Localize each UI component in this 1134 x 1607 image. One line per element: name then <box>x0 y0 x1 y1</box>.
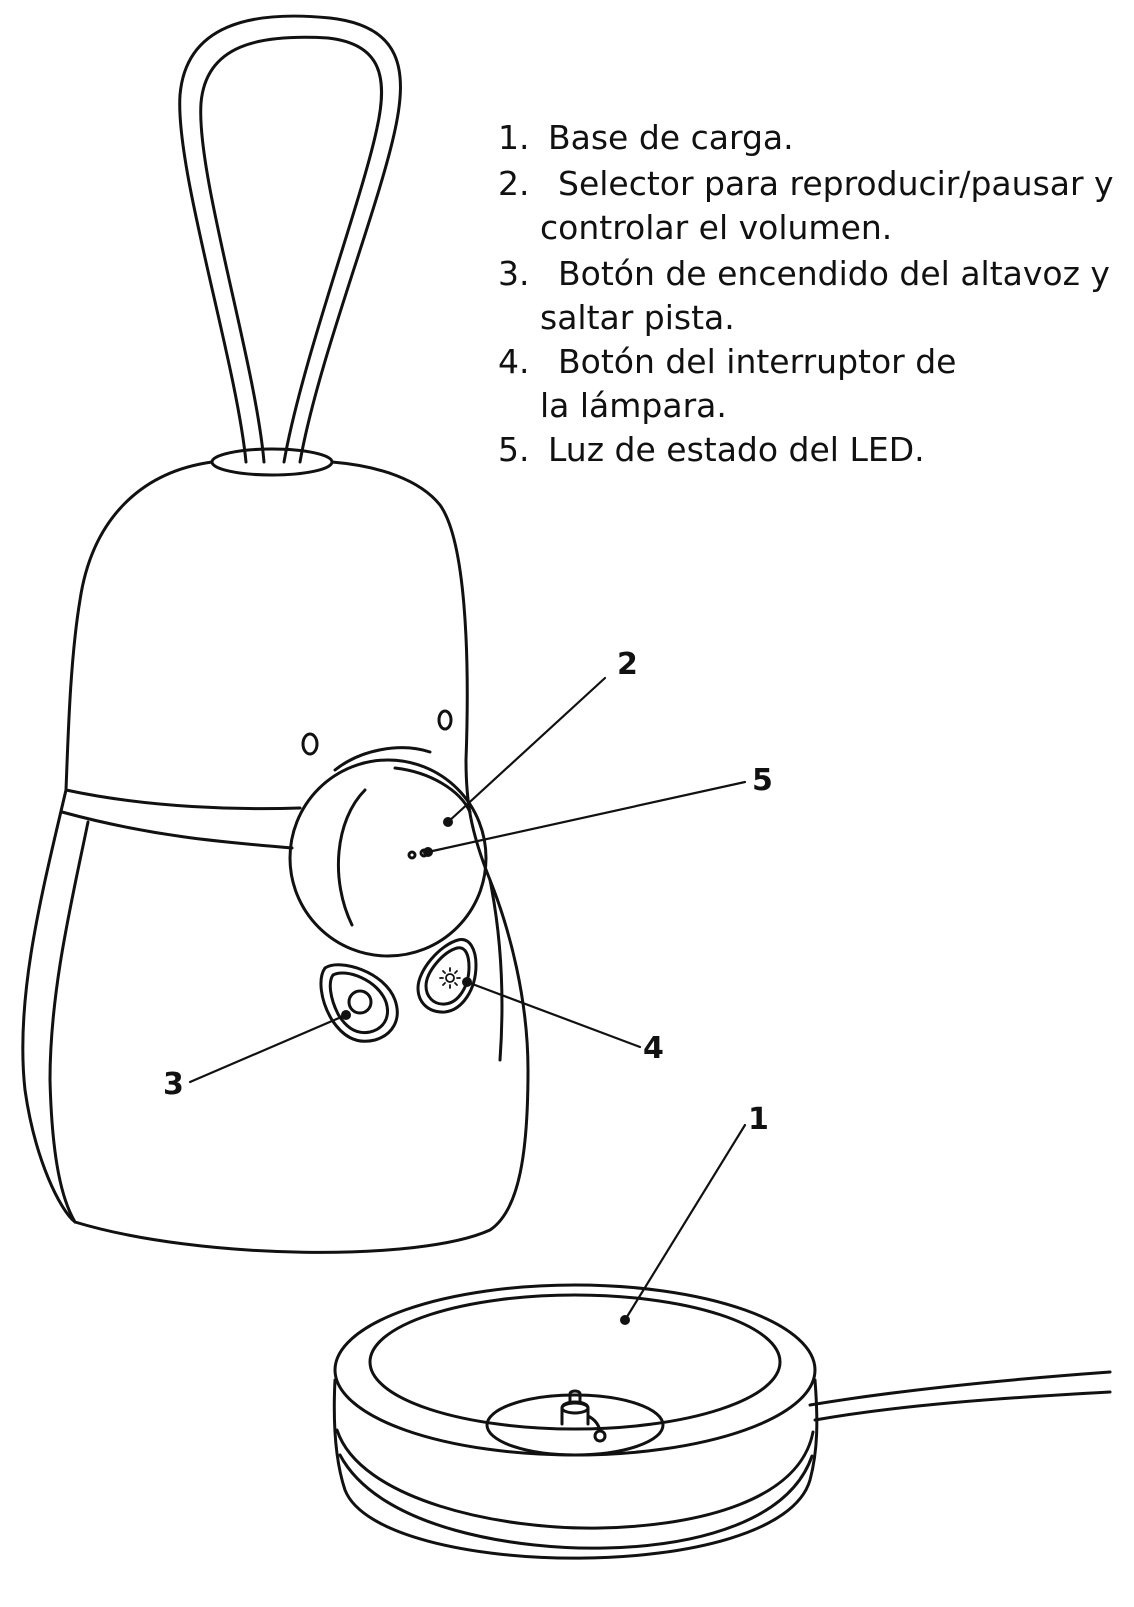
callout-3: 3 <box>163 1067 184 1102</box>
legend-item-5: 5. Luz de estado del LED. <box>498 430 925 470</box>
callout-1: 1 <box>748 1102 769 1137</box>
legend-item-text: Botón de encendido del altavoz y <box>558 254 1110 293</box>
legend-item-4: 4. Botón del interruptor de <box>498 342 956 382</box>
leader-lines <box>188 676 747 1322</box>
parts-legend: 1. Base de carga. 2. Selector para repro… <box>0 0 1134 470</box>
power-cable <box>808 1370 1112 1422</box>
legend-item-text: Base de carga. <box>548 118 794 157</box>
charging-base <box>332 1283 819 1560</box>
legend-item-text: Selector para reproducir/pausar y <box>558 164 1114 203</box>
sun-icon <box>439 967 461 989</box>
leader-dots <box>341 817 630 1325</box>
callout-2: 2 <box>617 647 638 682</box>
legend-item-3: 3. Botón de encendido del altavoz y <box>498 254 1110 294</box>
legend-item-number: 2. <box>498 164 530 203</box>
legend-item-number: 4. <box>498 342 530 381</box>
callout-5: 5 <box>752 763 773 798</box>
legend-item-text: Luz de estado del LED. <box>548 430 925 469</box>
legend-item-number: 3. <box>498 254 530 293</box>
legend-item-number: 5. <box>498 430 530 469</box>
legend-item-number: 1. <box>498 118 530 157</box>
body-holes <box>301 709 453 756</box>
legend-item-text: Botón del interruptor de <box>558 342 957 381</box>
legend-item-4-continued: la lámpara. <box>540 386 727 425</box>
power-button-shape <box>319 963 399 1043</box>
lamp-button-shape <box>416 938 478 1014</box>
speaker-body <box>21 460 530 1254</box>
volume-dial <box>288 746 488 958</box>
hanging-strap <box>178 14 402 464</box>
legend-item-2-continued: controlar el volumen. <box>540 208 893 247</box>
legend-item-1: 1. Base de carga. <box>498 118 794 158</box>
callout-4: 4 <box>643 1031 664 1066</box>
legend-item-3-continued: saltar pista. <box>540 298 735 337</box>
legend-item-2: 2. Selector para reproducir/pausar y <box>498 164 1114 204</box>
